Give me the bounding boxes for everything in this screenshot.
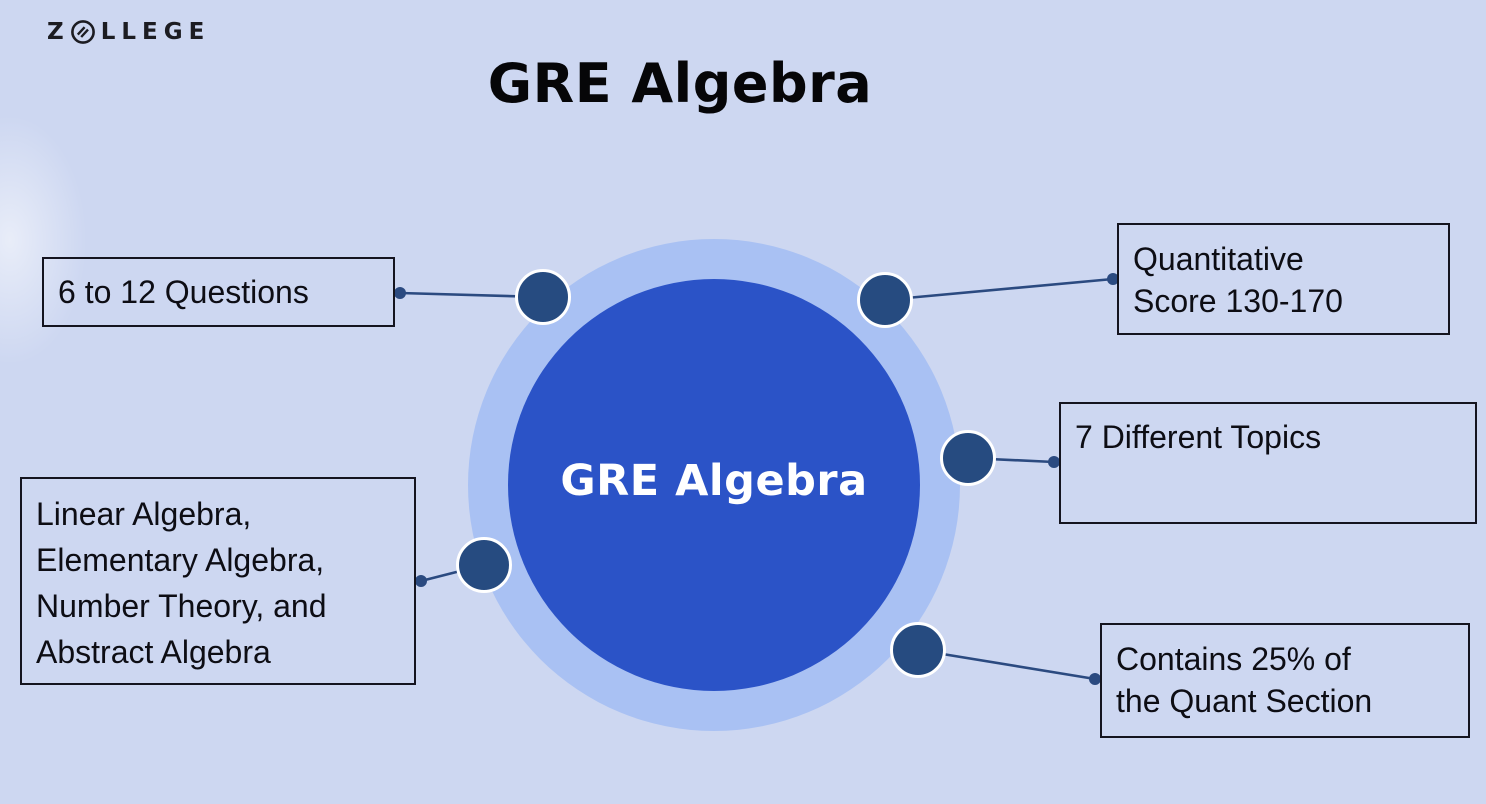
node-dot-topics — [940, 430, 996, 486]
callout-different-topics: 7 Different Topics — [1059, 402, 1477, 524]
callout-quantitative-score: Quantitative Score 130-170 — [1117, 223, 1450, 335]
callout-topics-text: 7 Different Topics — [1075, 419, 1322, 455]
center-circle: GRE Algebra — [508, 279, 920, 691]
callout-syllabus-line-4: Abstract Algebra — [36, 634, 271, 670]
zollege-logo: Z LLEGE — [47, 19, 210, 45]
callout-syllabus-line-1: Linear Algebra, — [36, 496, 252, 532]
callout-quant-line-1: Contains 25% of — [1116, 641, 1351, 677]
callout-questions-text: 6 to 12 Questions — [58, 274, 309, 310]
node-dot-quant — [890, 622, 946, 678]
node-dot-syllabus — [456, 537, 512, 593]
callout-quant-section: Contains 25% of the Quant Section — [1100, 623, 1470, 738]
callout-quant-line-2: the Quant Section — [1116, 683, 1373, 719]
callout-syllabus-line-3: Number Theory, and — [36, 588, 327, 624]
logo-text-suffix: LLEGE — [100, 19, 211, 45]
callout-syllabus-line-2: Elementary Algebra, — [36, 542, 325, 578]
zollege-o-icon — [70, 20, 95, 44]
node-dot-questions — [515, 269, 571, 325]
logo-text-prefix: Z — [47, 19, 70, 45]
callout-questions: 6 to 12 Questions — [42, 257, 395, 327]
node-dot-score — [857, 272, 913, 328]
callout-score-line-1: Quantitative — [1133, 241, 1304, 277]
center-circle-label: GRE Algebra — [560, 456, 868, 506]
page-title: GRE Algebra — [487, 52, 873, 115]
callout-score-line-2: Score 130-170 — [1133, 283, 1343, 319]
left-edge-glow — [0, 110, 90, 370]
callout-syllabus-topics: Linear Algebra, Elementary Algebra, Numb… — [20, 477, 416, 685]
